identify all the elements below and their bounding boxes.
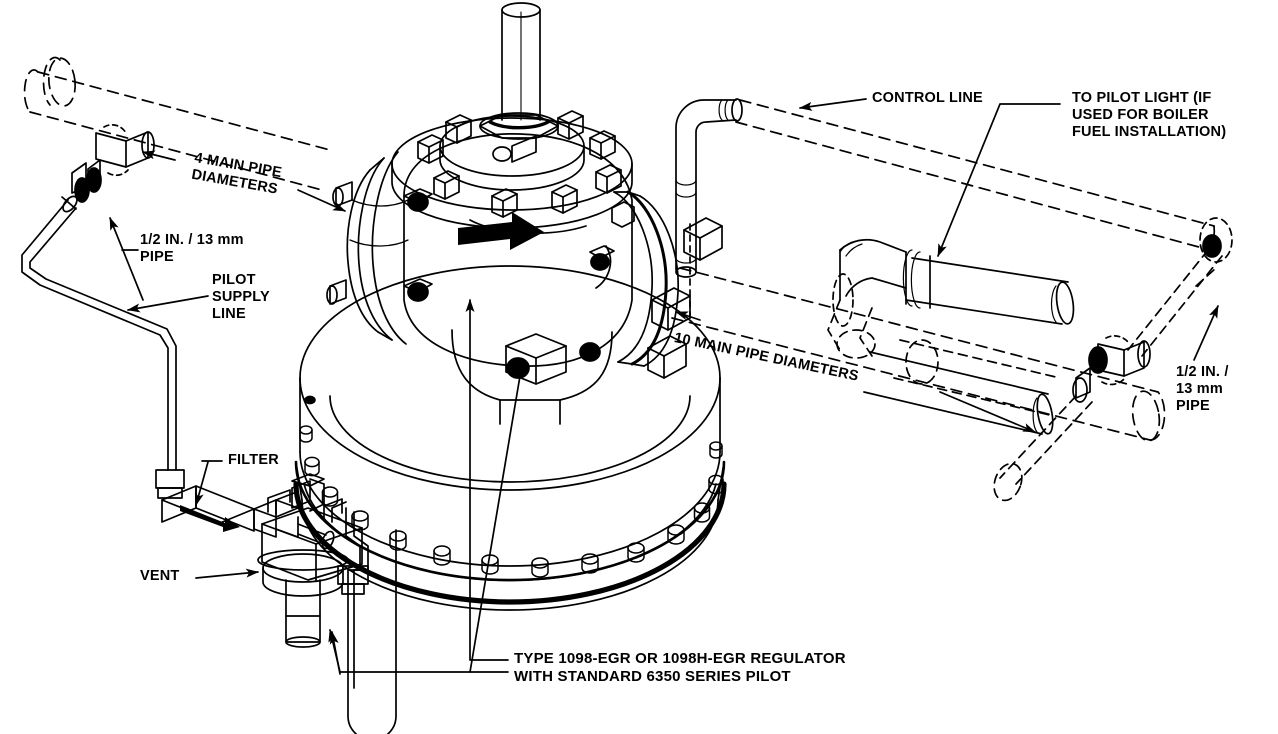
valve-lower-tap xyxy=(505,333,601,385)
control-line-riser xyxy=(675,98,743,278)
pilot-supply-line xyxy=(21,195,177,471)
label-filter: FILTER xyxy=(228,452,279,468)
right-tee-fitting xyxy=(1072,335,1151,403)
downstream-main-pipe xyxy=(671,223,1166,442)
dim-10-main-pipe-diameters xyxy=(675,311,1036,433)
caption-leaders-long xyxy=(329,375,521,675)
main-valve-body xyxy=(403,133,633,425)
label-vent: VENT xyxy=(140,568,180,584)
label-half-inch-pipe-right: 1/2 IN. / 13 mm PIPE xyxy=(1176,364,1229,415)
label-half-inch-pipe-left: 1/2 IN. / 13 mm PIPE xyxy=(140,232,244,266)
label-control-line: CONTROL LINE xyxy=(872,90,983,106)
label-regulator-caption: TYPE 1098-EGR OR 1098H-EGR REGULATOR WIT… xyxy=(514,650,846,685)
inlet-flange xyxy=(326,151,433,345)
dim-4-main-pipe-diameters xyxy=(142,150,346,212)
inline-filter xyxy=(161,485,335,550)
label-to-pilot-light: TO PILOT LIGHT (IF USED FOR BOILER FUEL … xyxy=(1072,90,1227,141)
control-line-elbow-right xyxy=(1199,217,1233,263)
pilot-light-branch-piping xyxy=(827,238,1217,502)
upstream-tap-fitting xyxy=(71,124,155,203)
flow-direction-arrow xyxy=(458,212,544,250)
pilot-supply-union xyxy=(155,469,185,499)
filter-flow-arrow xyxy=(180,505,240,532)
pilot-regulator-6350 xyxy=(257,473,397,734)
diaphragm-case xyxy=(293,265,727,611)
upstream-main-pipe xyxy=(23,56,331,191)
valve-bonnet xyxy=(391,2,633,229)
label-pilot-supply-line: PILOT SUPPLY LINE xyxy=(212,272,270,323)
control-line-drop xyxy=(1127,249,1223,357)
